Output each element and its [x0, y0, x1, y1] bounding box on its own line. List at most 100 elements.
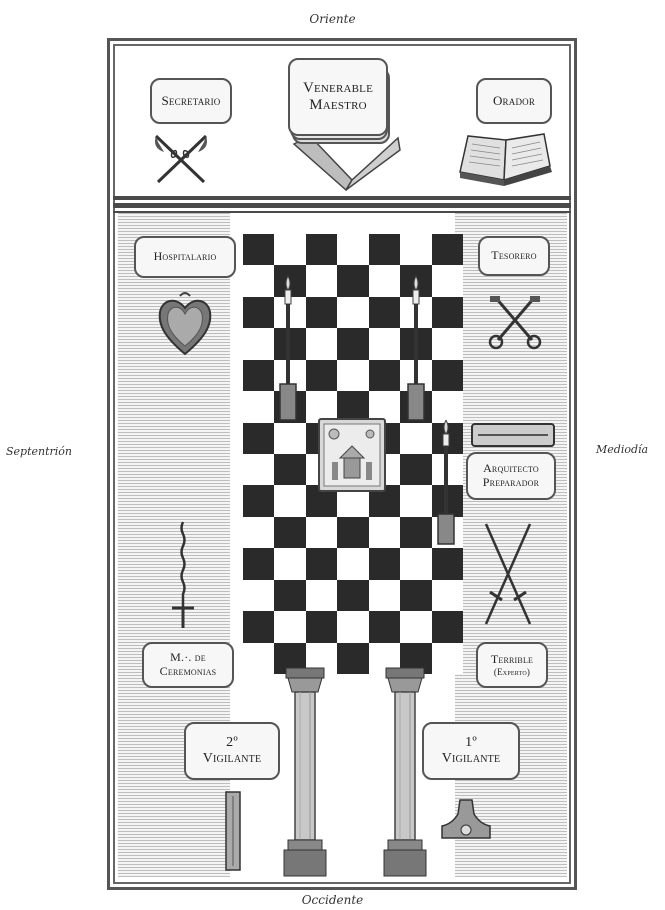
pavement-square: [369, 580, 400, 611]
pavement-square: [369, 611, 400, 642]
pavement-square: [337, 297, 368, 328]
pavement-square: [337, 265, 368, 296]
heart-icon: [156, 290, 214, 358]
pavement-square: [369, 360, 400, 391]
pavement-square: [337, 580, 368, 611]
pavement-square: [243, 360, 274, 391]
pavement-square: [337, 234, 368, 265]
pavement-square: [274, 234, 305, 265]
pavement-square: [274, 517, 305, 548]
pavement-square: [369, 265, 400, 296]
pavement-square: [243, 328, 274, 359]
pavement-square: [400, 423, 431, 454]
pavement-square: [432, 234, 463, 265]
plumb-rule-icon: [224, 790, 242, 872]
pavement-square: [306, 611, 337, 642]
hospitalario-label: Hospitalario: [134, 236, 236, 278]
pavement-square: [306, 265, 337, 296]
pavement-square: [369, 297, 400, 328]
pavement-square: [432, 297, 463, 328]
pavement-square: [337, 328, 368, 359]
pavement-square: [243, 234, 274, 265]
crossed-swords-icon: [478, 520, 538, 630]
pavement-square: [369, 517, 400, 548]
pavement-square: [337, 548, 368, 579]
pavement-square: [243, 485, 274, 516]
pavement-square: [306, 548, 337, 579]
open-book-icon: [458, 132, 554, 188]
venerable-maestro-label: Venerable Maestro: [288, 58, 388, 136]
direction-south-label: Occidente: [0, 893, 665, 907]
venerable-line2: Maestro: [290, 97, 386, 114]
pavement-square: [274, 611, 305, 642]
pavement-square: [369, 234, 400, 265]
arquitecto-line2: Preparador: [468, 476, 554, 490]
pavement-square: [274, 485, 305, 516]
pillar-jakin-icon: [382, 666, 428, 878]
pavement-square: [432, 643, 463, 674]
pavement-square: [337, 517, 368, 548]
direction-north-label: Oriente: [0, 12, 665, 26]
pavement-square: [337, 643, 368, 674]
pavement-square: [400, 485, 431, 516]
arquitecto-line1: Arquitecto: [468, 462, 554, 476]
pavement-square: [432, 580, 463, 611]
orient-divider-line: [113, 203, 571, 208]
pavement-square: [243, 611, 274, 642]
pavement-square: [274, 454, 305, 485]
pavement-square: [432, 611, 463, 642]
arquitecto-preparador-label: Arquitecto Preparador: [466, 452, 556, 500]
venerable-line1: Venerable: [290, 80, 386, 97]
candlestick-icon: [404, 274, 428, 424]
pavement-square: [306, 234, 337, 265]
ceremonias-line1: M.·. de: [144, 651, 232, 665]
pavement-square: [243, 297, 274, 328]
pavement-square: [369, 548, 400, 579]
pavement-square: [432, 328, 463, 359]
pavement-square: [400, 580, 431, 611]
pavement-square: [337, 360, 368, 391]
pillar-boaz-icon: [282, 666, 328, 878]
pavement-square: [274, 423, 305, 454]
pavement-square: [337, 611, 368, 642]
terrible-line2: (Experto): [478, 667, 546, 677]
pavement-square: [432, 360, 463, 391]
segundo-vigilante-line1: 2º: [186, 735, 278, 751]
crossed-quills-icon: [150, 132, 212, 188]
pavement-square: [400, 611, 431, 642]
tracing-board-icon: [318, 418, 386, 492]
segundo-vigilante-label: 2º Vigilante: [184, 722, 280, 780]
pavement-square: [400, 234, 431, 265]
primer-vigilante-label: 1º Vigilante: [422, 722, 520, 780]
tesorero-label: Tesorero: [478, 236, 550, 276]
terrible-label: Terrible (Experto): [476, 642, 548, 688]
orient-divider-line: [113, 196, 571, 200]
sword-icon: [168, 520, 198, 632]
pavement-square: [369, 328, 400, 359]
pavement-square: [306, 328, 337, 359]
pavement-square: [243, 391, 274, 422]
pavement-square: [400, 517, 431, 548]
primer-vigilante-line2: Vigilante: [424, 751, 518, 767]
direction-west-label: Septentrión: [6, 445, 72, 458]
primer-vigilante-line1: 1º: [424, 735, 518, 751]
orador-label: Orador: [476, 78, 552, 124]
candlestick-icon: [276, 274, 300, 424]
tesorero-text: Tesorero: [480, 249, 548, 263]
pavement-square: [306, 360, 337, 391]
pavement-square: [432, 548, 463, 579]
pavement-square: [400, 548, 431, 579]
pavement-square: [243, 423, 274, 454]
candlestick-icon: [434, 418, 458, 548]
ceremonias-line2: Ceremonias: [144, 665, 232, 679]
pavement-square: [243, 643, 274, 674]
secretario-text: Secretario: [152, 94, 230, 109]
pavement-square: [274, 548, 305, 579]
pavement-square: [306, 297, 337, 328]
terrible-line1: Terrible: [478, 653, 546, 667]
pavement-square: [306, 517, 337, 548]
pavement-square: [432, 265, 463, 296]
hospitalario-text: Hospitalario: [136, 250, 234, 264]
pavement-square: [400, 454, 431, 485]
pavement-square: [243, 580, 274, 611]
